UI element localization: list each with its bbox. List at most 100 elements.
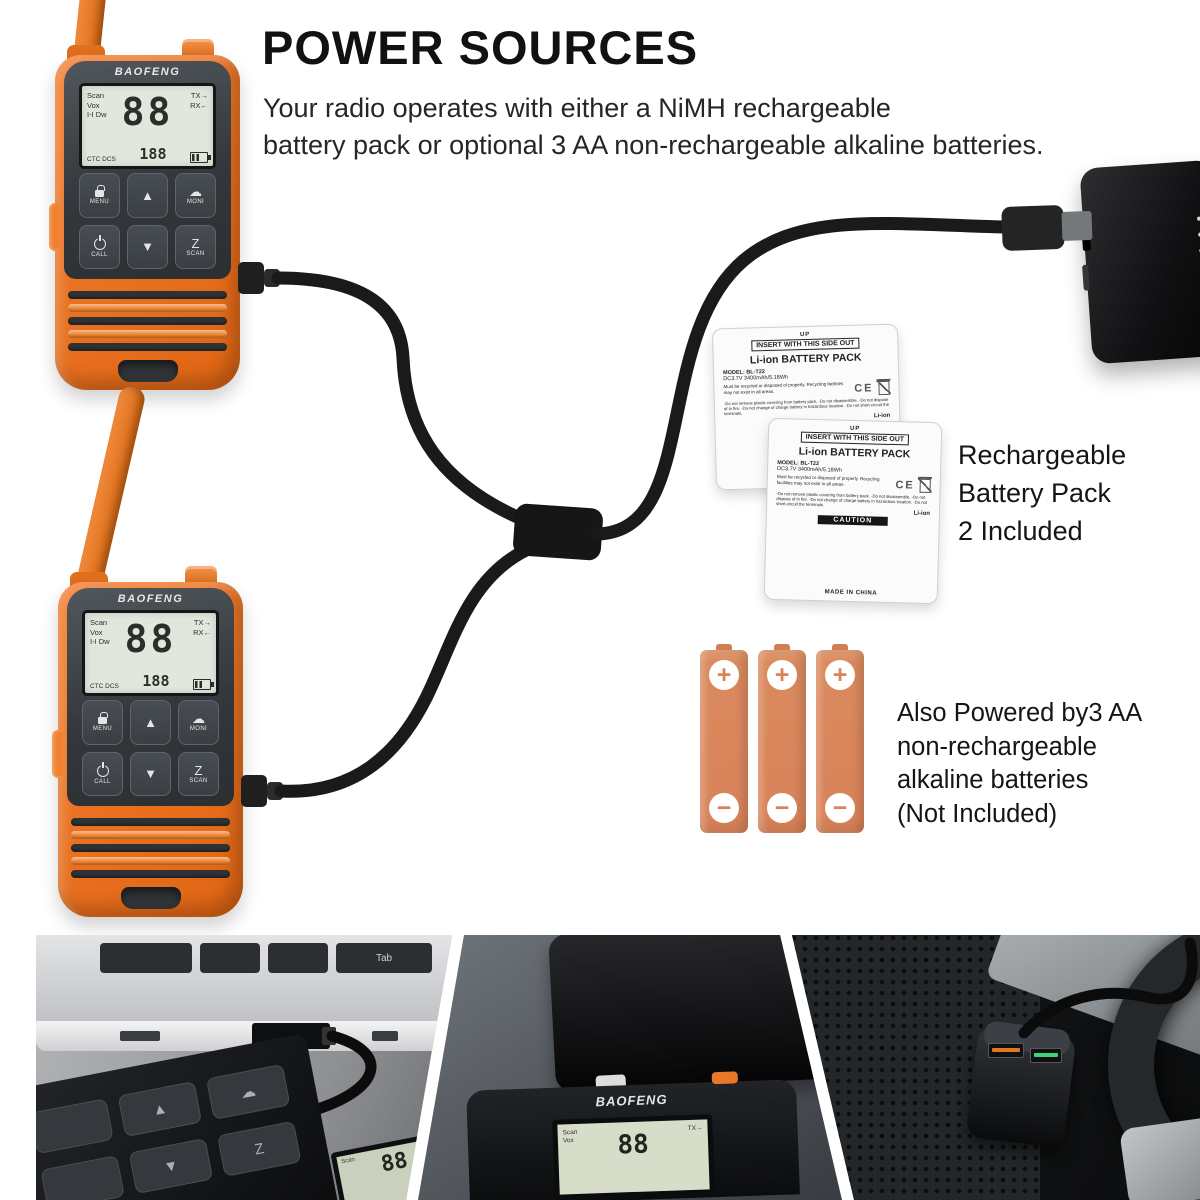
- lcd-right-labels: TX→ RX←: [193, 618, 211, 637]
- key-moni: ☁MONI: [175, 173, 216, 218]
- lcd-channel-digits: 88: [124, 617, 177, 661]
- aa-battery: + −: [700, 650, 748, 833]
- brand-label: BAOFENG: [114, 66, 181, 78]
- certification-icons: CE: [895, 477, 931, 494]
- plus-terminal: +: [825, 660, 855, 690]
- keypad-key: ☁: [205, 1063, 291, 1120]
- charger-usb-port-2: [1030, 1048, 1062, 1063]
- channel-knob: [185, 566, 217, 586]
- crossed-bin-icon: [919, 478, 931, 494]
- ptt-button: [52, 730, 63, 778]
- lock-icon: [98, 711, 108, 724]
- lcd-code-digits: 188: [142, 672, 170, 690]
- aa-line-4: (Not Included): [897, 799, 1058, 828]
- lcd-screen: Scan Vox 88 TX→: [552, 1114, 715, 1200]
- rechargeable-line-2: Battery Pack: [958, 478, 1112, 508]
- speaker-slot: [68, 343, 227, 351]
- warning-bullets: -Do not remove plastic covering from bat…: [776, 490, 928, 508]
- key-menu: MENU: [79, 173, 120, 218]
- rechargeable-line-1: Rechargeable: [958, 440, 1127, 470]
- keypad-key: [40, 1155, 125, 1200]
- speaker-slot: [71, 818, 230, 826]
- front-panel: BAOFENG Scan Vox I-I Dw 88 TX→ RX← CTC D…: [64, 61, 231, 279]
- minus-terminal: −: [825, 793, 855, 823]
- minus-terminal: −: [767, 793, 797, 823]
- speaker-grille: [71, 818, 230, 878]
- usb-c-plug-bottom-radio: [241, 775, 267, 807]
- aa-line-3: alkaline batteries: [897, 766, 1089, 794]
- brand-label: BAOFENG: [117, 593, 184, 605]
- speaker-slot: [71, 857, 230, 865]
- li-ion-label: Li-ion: [913, 510, 931, 517]
- ptt-button: [49, 203, 60, 251]
- brand-label: BAOFENG: [595, 1091, 668, 1110]
- minus-terminal: −: [709, 793, 739, 823]
- radio-front: BAOFENG Scan Vox 88 TX→: [466, 1071, 800, 1200]
- photo-laptop-charging: Tab ▲ ☁ ▼ Z Scan 88: [36, 935, 452, 1200]
- up-arrow-icon: ▲: [141, 187, 154, 203]
- walkie-talkie-bottom: BAOFENG Scan Vox I-I Dw 88 TX→ RX← CTC D…: [52, 384, 243, 917]
- usb-a-plug: [1001, 205, 1065, 251]
- battery-pack-2: UP INSERT WITH THIS SIDE OUT Li-ion BATT…: [763, 417, 943, 605]
- aa-battery: + −: [816, 650, 864, 833]
- channel-knob: [182, 39, 214, 59]
- cable-top-radio: [271, 271, 531, 527]
- up-label: UP: [849, 425, 861, 433]
- up-arrow-icon: ▲: [144, 714, 157, 730]
- key-call: CALL: [79, 224, 120, 269]
- lcd-bottom-row: CTC DCS 188: [87, 145, 211, 163]
- lcd-code-digits: 188: [139, 145, 167, 163]
- scan-z-icon: Z: [194, 762, 203, 778]
- page-title: POWER SOURCES: [262, 21, 699, 74]
- key-up: ▲: [127, 173, 168, 218]
- speaker-slot: [68, 330, 227, 338]
- front-panel: BAOFENG Scan Vox I-I Dw 88 TX→ RX← CTC D…: [67, 588, 234, 806]
- down-arrow-icon: ▼: [141, 239, 154, 255]
- rechargeable-line-3: 2 Included: [958, 516, 1083, 546]
- pack-title: Li-ion BATTERY PACK: [749, 351, 862, 367]
- key-down: ▼: [130, 751, 171, 796]
- recycle-note: Must be recycled or disposed of properly…: [723, 381, 844, 395]
- plus-terminal: +: [709, 660, 739, 690]
- lcd-ctcss-label: CTC DCS: [87, 156, 116, 163]
- page-subtitle: Your radio operates with either a NiMH r…: [263, 90, 1044, 164]
- power-bank-button: [1082, 264, 1090, 291]
- cloud-icon: ☁: [192, 711, 205, 727]
- ce-mark: CE: [854, 382, 874, 395]
- photo-car-charging: [792, 935, 1200, 1200]
- laptop-port: [372, 1031, 398, 1041]
- down-arrow-icon: ▼: [144, 766, 157, 782]
- lcd-right-labels: TX→ RX←: [190, 91, 208, 110]
- speaker-slot: [71, 844, 230, 852]
- channel-knob: [711, 1071, 738, 1085]
- speaker-grille: [68, 291, 227, 351]
- laptop-port: [120, 1031, 160, 1041]
- lcd-screen: Scan Vox I-I Dw 88 TX→ RX← CTC DCS 188: [82, 610, 219, 696]
- caution-bar: CAUTION: [817, 514, 889, 526]
- laptop-key: [100, 943, 192, 973]
- aa-battery: + −: [758, 650, 806, 833]
- charger-usb-port-1: [988, 1043, 1024, 1058]
- antenna: [74, 384, 147, 595]
- usb-c-plug-top-radio: [238, 262, 264, 294]
- pack-mid-row: Must be recycled or disposed of properly…: [723, 380, 890, 399]
- pack-mid-row: Must be recycled or disposed of properly…: [777, 474, 931, 494]
- aa-note: Also Powered by3 AA non-rechargeable alk…: [897, 697, 1142, 831]
- lock-icon: [95, 184, 105, 197]
- keypad-key: ▲: [117, 1081, 203, 1138]
- speaker-slot: [68, 304, 227, 312]
- speaker-slot: [71, 831, 230, 839]
- key-call: CALL: [82, 751, 123, 796]
- lanyard-slot: [117, 360, 178, 382]
- aa-battery-group: + − + − + −: [700, 650, 864, 833]
- laptop-key: [268, 943, 328, 973]
- rechargeable-note: Rechargeable Battery Pack 2 Included: [958, 436, 1126, 550]
- lcd-left-labels: Scan Vox I-I Dw: [90, 618, 110, 646]
- lcd-ctcss-label: CTC DCS: [90, 683, 119, 690]
- power-icon: [93, 238, 106, 251]
- lanyard-slot: [120, 887, 181, 909]
- certification-icons: CE: [854, 380, 890, 396]
